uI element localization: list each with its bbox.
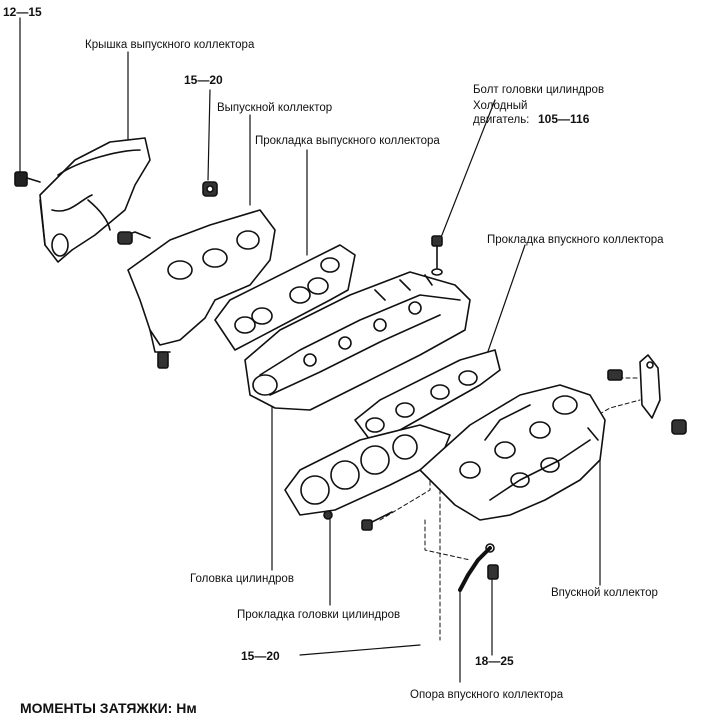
torque-label-18-25: 18—25 xyxy=(475,654,514,668)
intake-manifold-shape xyxy=(419,384,606,521)
torque-label-15-20-top: 15—20 xyxy=(184,73,223,87)
label-cold-engine-line2: двигатель: xyxy=(473,114,530,126)
head-bolt-shape xyxy=(431,235,443,276)
intake-support-shape xyxy=(458,543,499,592)
label-exhaust-manifold: Выпускной коллектор xyxy=(217,102,333,114)
label-exhaust-gasket: Прокладка выпускного коллектора xyxy=(255,135,440,147)
exhaust-gasket-shape xyxy=(214,244,356,351)
label-exhaust-cover: Крышка выпускного коллектора xyxy=(85,39,255,51)
label-cold-engine-line1: Холодный xyxy=(473,100,528,112)
exhaust-nut xyxy=(202,181,218,197)
footer-torque-units: МОМЕНТЫ ЗАТЯЖКИ: Нм xyxy=(20,700,197,716)
torque-label-105-116: 105—116 xyxy=(538,112,590,126)
label-head-bolt: Болт головки цилиндров xyxy=(473,84,605,96)
label-intake-gasket: Прокладка впускного коллектора xyxy=(487,234,664,246)
exhaust-manifold-shape xyxy=(117,209,276,369)
leader-lines xyxy=(19,17,601,683)
stud-bolt xyxy=(361,511,393,531)
exhaust-cover-shape xyxy=(39,137,151,263)
label-cylinder-head: Головка цилиндров xyxy=(190,573,294,585)
label-head-gasket: Прокладка головки цилиндров xyxy=(237,609,401,621)
cover-bolt xyxy=(14,171,41,187)
right-bracket xyxy=(587,354,687,441)
cylinder-head-shape xyxy=(244,271,471,411)
label-intake-support: Опора впускного коллектора xyxy=(410,689,564,701)
torque-label-12-15: 12—15 xyxy=(3,5,42,19)
torque-label-15-20-bottom: 15—20 xyxy=(241,649,280,663)
label-intake-manifold: Впускной коллектор xyxy=(551,587,658,599)
